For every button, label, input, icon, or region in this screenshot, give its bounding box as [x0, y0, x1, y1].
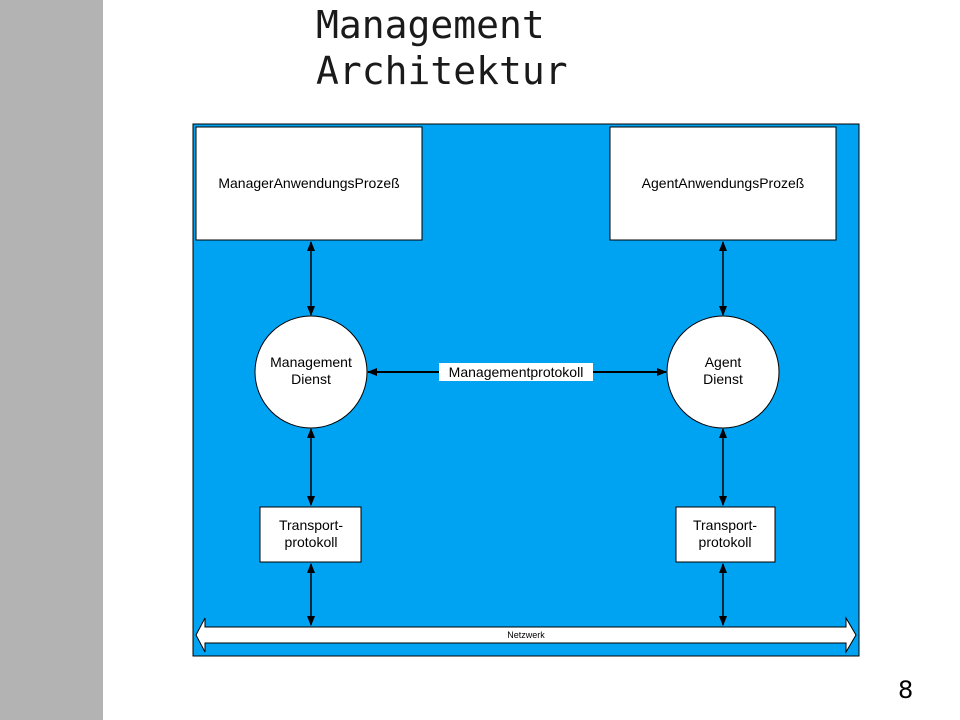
- agent-service-node: Agent Dienst: [666, 315, 780, 429]
- management-service-node: Management Dienst: [254, 315, 368, 429]
- transport-right-label-2: protokoll: [699, 534, 752, 550]
- side-bar: [0, 0, 103, 720]
- page-number: 8: [898, 676, 914, 704]
- management-service-label-2: Dienst: [291, 371, 331, 387]
- transport-left-label-1: Transport-: [279, 517, 343, 533]
- network-arrow: Netzwerk: [195, 616, 857, 654]
- agent-process-box: AgentAnwendungsProzeß: [609, 126, 837, 241]
- management-service-label-1: Management: [270, 354, 352, 370]
- transport-box-right: Transport- protokoll: [675, 506, 776, 563]
- slide-title: Management Architektur: [316, 2, 568, 94]
- network-label: Netzwerk: [507, 630, 545, 640]
- architecture-diagram: ManagerAnwendungsProzeß AgentAnwendungsP…: [192, 123, 860, 657]
- protocol-label-box: Managementprotokoll: [439, 363, 593, 381]
- manager-process-box: ManagerAnwendungsProzeß: [195, 126, 423, 241]
- slide-title-line-1: Management: [316, 3, 545, 47]
- transport-left-label-2: protokoll: [285, 534, 338, 550]
- protocol-label: Managementprotokoll: [449, 364, 584, 380]
- agent-service-label-2: Dienst: [703, 371, 743, 387]
- manager-process-label: ManagerAnwendungsProzeß: [218, 175, 399, 191]
- transport-right-label-1: Transport-: [693, 517, 757, 533]
- transport-box-left: Transport- protokoll: [259, 506, 362, 563]
- agent-service-label-1: Agent: [705, 354, 742, 370]
- slide-title-line-2: Architektur: [316, 49, 568, 93]
- agent-process-label: AgentAnwendungsProzeß: [642, 175, 805, 191]
